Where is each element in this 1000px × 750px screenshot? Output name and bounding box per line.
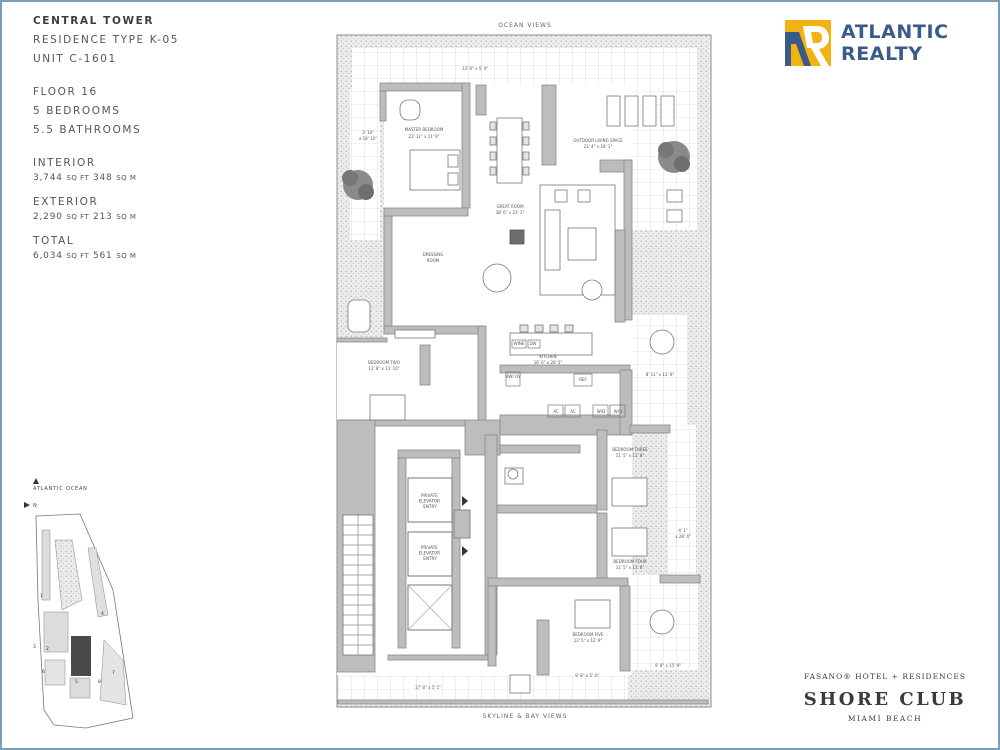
- wd-2-label: W/D: [614, 409, 622, 414]
- unit-number: UNIT C-1601: [33, 53, 117, 65]
- terrace-east-lower: [668, 425, 696, 575]
- dim-south-mid: 9' 8" x 5' 4": [575, 673, 599, 678]
- dim-southeast: 9' 8" x 15' 9": [655, 663, 681, 668]
- north-arrow-icon: [33, 478, 39, 484]
- elevator-shafts: [407, 477, 471, 631]
- furniture: [347, 95, 683, 694]
- dim-west-b: x 18' 10": [359, 136, 377, 141]
- north-pointer-icon: [24, 502, 30, 508]
- dim-east-mid: 8' 11" x 11' 9": [646, 372, 675, 377]
- ac-2-label: AC: [570, 409, 576, 414]
- residence-type: RESIDENCE TYPE K-05: [33, 34, 180, 46]
- north-label: N: [33, 503, 37, 509]
- brand-location: MIAMI BEACH: [847, 714, 923, 723]
- skyline-views-label: SKYLINE & BAY VIEWS: [483, 713, 568, 720]
- brand-name: SHORE CLUB: [803, 689, 967, 710]
- bedroom-two-dim: 12' 8" x 11' 10": [368, 366, 399, 371]
- svg-text:7: 7: [112, 670, 115, 676]
- tree-west: [342, 170, 374, 200]
- svg-text:1: 1: [40, 593, 43, 599]
- bedroom-five-label: BEDROOM FIVE: [573, 632, 604, 637]
- dim-east-b1: 4' 1": [678, 528, 687, 533]
- bedroom-four-label: BEDROOM FOUR: [613, 559, 647, 564]
- master-bedroom-dim: 22' 11" x 11' 9": [408, 134, 439, 139]
- site-ocean-label: ATLANTIC OCEAN: [33, 486, 88, 492]
- interior-label: INTERIOR: [33, 157, 96, 169]
- svg-text:4: 4: [101, 611, 104, 617]
- bedroom-three-label: BEDROOM THREE: [612, 447, 648, 452]
- shore-club-brand: FASANO® HOTEL + RESIDENCES SHORE CLUB MI…: [800, 672, 970, 723]
- outdoor-living-label: OUTDOOR LIVING SPACE: [573, 138, 623, 143]
- dishwasher-label: DW: [529, 341, 536, 346]
- bedroom-five-dim: 12' 5" x 12' 9": [574, 638, 603, 643]
- bedroom-three-dim: 11' 5" x 11' 8": [616, 453, 645, 458]
- total-area: 6,034 SQ FT 561 SQ M: [33, 251, 137, 261]
- stair: [342, 514, 374, 656]
- kitchen-label: KITCHEN: [539, 354, 556, 359]
- bedroom-two-label: BEDROOM TWO: [368, 360, 400, 365]
- wd-1-label: W/D: [597, 409, 605, 414]
- tree-east: [658, 141, 690, 173]
- microwave-label: MW/ OV: [505, 374, 521, 379]
- great-room-dim: 38' 6" x 23' 1": [496, 210, 525, 215]
- svg-text:8: 8: [98, 679, 101, 685]
- bedroom-count: 5 BEDROOMS: [33, 105, 121, 117]
- residence-info: CENTRAL TOWER RESIDENCE TYPE K-05 UNIT C…: [33, 12, 179, 263]
- terrace-bottom: [338, 672, 628, 702]
- exterior-label: EXTERIOR: [33, 196, 99, 208]
- outdoor-living-dim: 21' 4" x 18' 1": [584, 144, 613, 149]
- dim-top-terrace: 13' 8" x 5' 4": [462, 66, 488, 71]
- ocean-views-label: OCEAN VIEWS: [498, 22, 552, 29]
- kitchen-dim: 16' 6" x 20' 5": [534, 360, 563, 365]
- dim-south-west: 17' 8" x 5' 1": [415, 685, 441, 690]
- elevator-1-label: PRIVATE ELEVATOR ENTRY: [419, 493, 442, 509]
- bedroom-four-dim: 11' 5" x 11' 8": [616, 565, 645, 570]
- bathroom-count: 5.5 BATHROOMS: [33, 124, 142, 136]
- svg-text:3: 3: [33, 644, 36, 650]
- total-label: TOTAL: [33, 235, 75, 247]
- building-name: CENTRAL TOWER: [33, 15, 155, 27]
- exterior-area: 2,290 SQ FT 213 SQ M: [33, 212, 137, 222]
- logo-mark-icon: [785, 20, 831, 66]
- svg-text:2: 2: [46, 646, 49, 652]
- logo-text: ATLANTIC REALTY: [841, 21, 949, 65]
- dim-east-b2: x 28' 4": [675, 534, 691, 539]
- ac-1-label: AC: [553, 409, 559, 414]
- interior-area: 3,744 SQ FT 348 SQ M: [33, 173, 137, 183]
- svg-text:5: 5: [75, 679, 78, 685]
- site-map: ATLANTIC OCEAN N 1 2 3 4 5 6 7 8: [24, 478, 134, 729]
- wine-fridge-label: WINE: [514, 341, 525, 346]
- floor-number: FLOOR 16: [33, 86, 98, 98]
- terrace-west: [350, 90, 380, 240]
- dim-west-a: 3' 10": [362, 130, 374, 135]
- brand-tagline: FASANO® HOTEL + RESIDENCES: [804, 672, 966, 681]
- great-room-label: GREAT ROOM: [496, 204, 524, 209]
- svg-text:6: 6: [42, 669, 45, 675]
- master-bedroom-label: MASTER BEDROOM: [405, 127, 444, 132]
- fridge-label: REF: [579, 377, 587, 382]
- elevator-2-label: PRIVATE ELEVATOR ENTRY: [419, 545, 442, 561]
